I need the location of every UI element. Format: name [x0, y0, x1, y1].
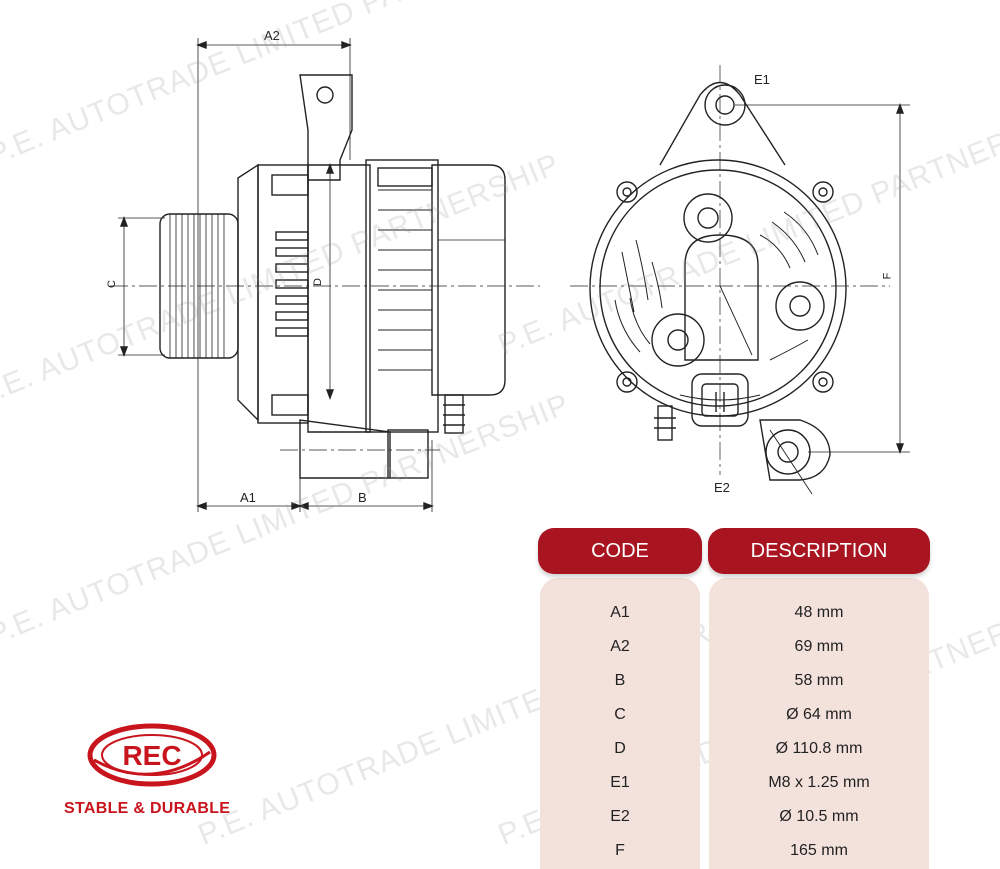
table-cell-description: Ø 10.5 mm	[779, 808, 859, 825]
dimension-label-a1: A1	[240, 490, 256, 505]
table-cell-description: Ø 64 mm	[786, 706, 852, 723]
dimension-label-f: F	[881, 272, 894, 280]
table-cell-code: E1	[610, 774, 630, 791]
table-cell-description: 48 mm	[794, 604, 844, 621]
table-cell-description: 165 mm	[790, 842, 848, 859]
table-cell-code: A1	[610, 604, 630, 621]
table-cell-code: A2	[610, 638, 630, 655]
dimension-label-e1: E1	[754, 72, 770, 87]
table-cell-description: M8 x 1.25 mm	[768, 774, 870, 791]
dimension-label-d: D	[311, 278, 324, 286]
table-cell-code: D	[614, 740, 626, 757]
header-description: DESCRIPTION	[708, 528, 930, 574]
code-column	[540, 578, 700, 869]
dimension-label-a2: A2	[264, 28, 280, 43]
table-cell-description: 58 mm	[794, 672, 844, 689]
rec-logo-mark: REC	[87, 723, 217, 787]
description-column	[709, 578, 929, 869]
table-cell-description: 69 mm	[794, 638, 844, 655]
table-cell-description: Ø 110.8 mm	[775, 740, 863, 757]
logo-text: REC	[122, 740, 181, 771]
dimension-label-b: B	[358, 490, 367, 505]
table-cell-code: C	[614, 706, 626, 723]
table-cell-code: E2	[610, 808, 630, 825]
table-cell-code: F	[615, 842, 625, 859]
header-code: CODE	[538, 528, 702, 574]
rec-logo: REC	[86, 722, 218, 788]
table-cell-code: B	[614, 672, 626, 689]
dimension-label-c: C	[105, 280, 118, 288]
dimension-label-e2: E2	[714, 480, 730, 495]
brand-slogan: STABLE & DURABLE	[64, 800, 231, 817]
